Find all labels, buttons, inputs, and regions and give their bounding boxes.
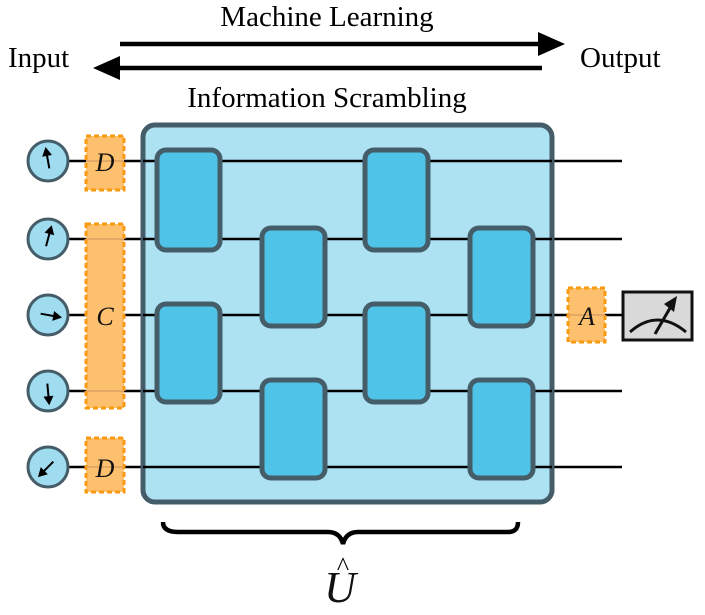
operator-a-output: A <box>566 286 607 344</box>
qubit-spin-icon <box>26 139 70 183</box>
c-middle-label: C <box>96 302 114 331</box>
unitary-gate <box>154 301 223 405</box>
qubit-spin-icon <box>26 293 70 337</box>
unitary-hat: ^ <box>337 552 349 581</box>
unitary-gate <box>362 301 431 405</box>
unitary-gate <box>259 377 328 481</box>
operator-c-middle: C <box>84 222 126 410</box>
information-scrambling-label: Information Scrambling <box>187 82 466 114</box>
a-output-label: A <box>577 302 595 331</box>
backward-arrow <box>93 56 542 80</box>
qubit-layer <box>26 139 70 489</box>
machine-learning-label: Machine Learning <box>220 1 433 33</box>
measurement-meter-icon <box>621 290 694 342</box>
unitary-block <box>140 122 555 505</box>
unitary-gate <box>259 225 328 329</box>
unitary-gate <box>467 377 536 481</box>
operator-d-bottom: D <box>84 436 126 494</box>
unitary-label: U <box>324 563 359 612</box>
d-top-label: D <box>95 148 115 177</box>
forward-arrow <box>120 32 565 56</box>
output-label: Output <box>580 42 661 74</box>
operator-d-top: D <box>84 134 126 192</box>
gate-layer <box>154 147 536 481</box>
input-label: Input <box>8 42 69 74</box>
d-bottom-label: D <box>95 454 115 483</box>
unitary-gate <box>154 147 223 253</box>
qubit-spin-icon <box>26 445 70 489</box>
qubit-spin-icon <box>26 369 70 413</box>
qubit-spin-icon <box>26 217 70 261</box>
unitary-gate <box>362 147 431 253</box>
unitary-gate <box>467 225 536 329</box>
unitary-brace <box>160 521 521 545</box>
